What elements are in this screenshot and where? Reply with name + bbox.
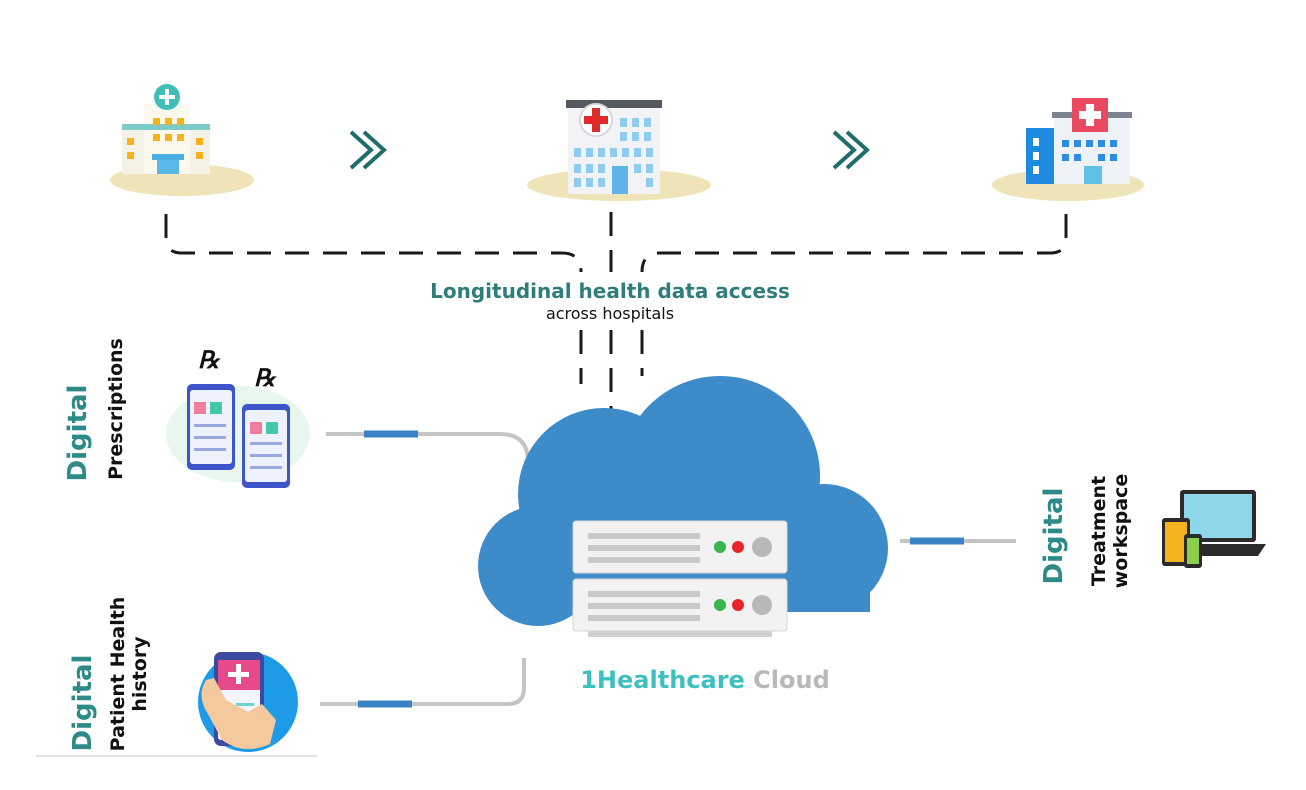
prescriptions-label: Prescriptions <box>105 338 127 480</box>
rx-symbol-2: ℞ <box>254 363 277 392</box>
laptop-tablet-icon <box>1162 490 1266 568</box>
prescriptions-accent: Digital <box>63 384 93 482</box>
cloud-name-part2: Cloud <box>753 666 830 694</box>
treatment-label: Treatment workspace <box>1088 456 1136 606</box>
hospital-connector-lines <box>164 212 1068 412</box>
hand-phone-icon <box>198 652 298 752</box>
hub-subtitle: across hospitals <box>545 304 675 323</box>
hospital-blue-icon <box>992 98 1144 201</box>
treatment-line2: workspace <box>1110 473 1132 589</box>
hospital-main-icon <box>527 100 711 201</box>
double-chevron-icon <box>832 130 870 170</box>
health-history-accent: Digital <box>68 654 98 752</box>
health-history-label: Patient Health history <box>107 589 155 759</box>
hub-title: Longitudinal health data access <box>430 279 790 303</box>
cloud-label: 1Healthcare Cloud <box>520 666 890 694</box>
double-chevron-icon <box>349 130 387 170</box>
health-history-line1: Patient Health <box>107 596 129 752</box>
health-history-line2: history <box>129 636 151 712</box>
health-history-connector <box>320 658 526 708</box>
cloud-name-part1: 1Healthcare <box>580 666 745 694</box>
phone-prescription-icon: ℞ ℞ <box>166 345 310 488</box>
rx-symbol-1: ℞ <box>198 345 221 374</box>
treatment-line1: Treatment <box>1088 475 1110 587</box>
prescriptions-connector <box>326 430 530 488</box>
treatment-accent: Digital <box>1039 487 1069 585</box>
hospital-small-icon <box>110 84 254 196</box>
server-icon <box>572 520 788 637</box>
